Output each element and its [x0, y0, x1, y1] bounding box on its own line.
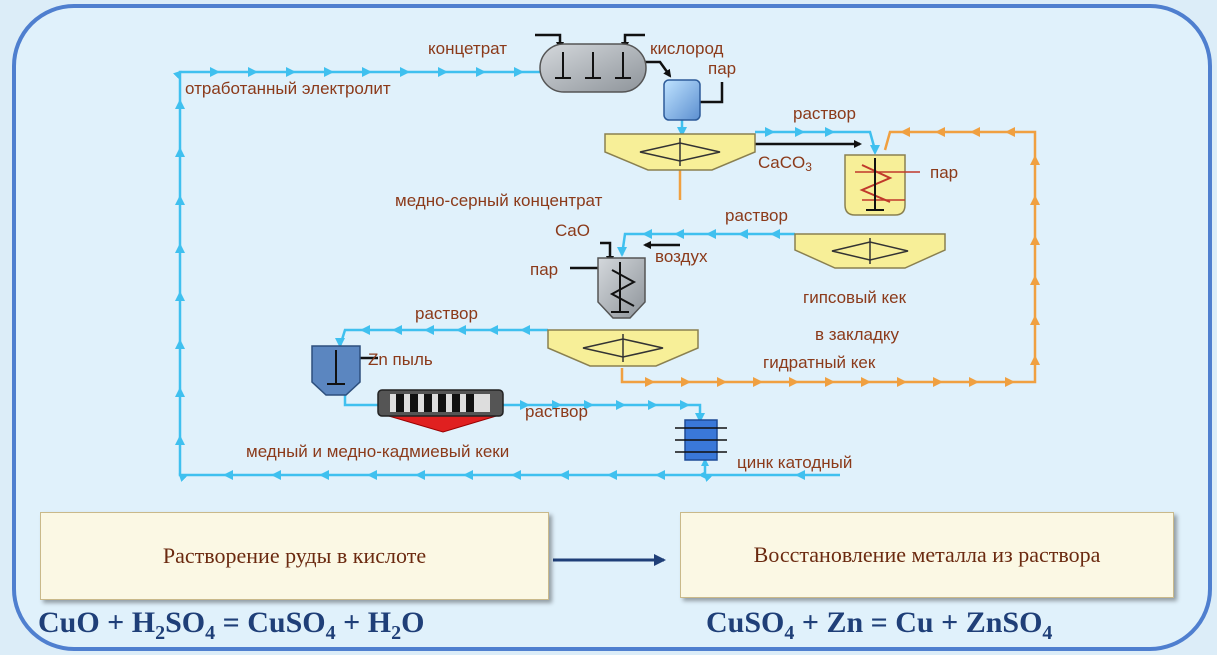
- solution-to-heater: [755, 130, 877, 151]
- autoclave-outlet: [645, 60, 672, 78]
- flow-arrowhead: [520, 400, 530, 410]
- flow-arrowhead: [607, 470, 617, 480]
- flow-arrowhead: [248, 67, 258, 77]
- thickener-2: [794, 233, 946, 269]
- flow-arrowhead: [319, 470, 329, 480]
- label-cu-s-concentrate: медно-серный концентрат: [395, 191, 603, 210]
- flow-arrowhead: [674, 229, 684, 239]
- cementation-tank: [311, 345, 361, 396]
- flow-arrowhead: [367, 470, 377, 480]
- flow-arrowhead: [392, 325, 402, 335]
- flash-tank: [663, 79, 701, 121]
- flow-arrowhead: [738, 229, 748, 239]
- flow-arrowhead: [795, 470, 805, 480]
- flow-arrowhead: [463, 470, 473, 480]
- flow-arrowhead: [511, 470, 521, 480]
- label-cao: CaO: [555, 221, 590, 240]
- label-solution-mid: раствор: [725, 206, 788, 225]
- flow-arrowhead: [271, 470, 281, 480]
- cake-flows: [620, 130, 1037, 384]
- flow-arrowhead: [400, 67, 410, 77]
- flow-arrowhead: [175, 291, 185, 301]
- label-solution-low: раствор: [415, 304, 478, 323]
- flow-arrowhead: [175, 387, 185, 397]
- neutraliser: [597, 257, 646, 319]
- label-concentrate: концетрат: [428, 39, 508, 58]
- flow-arrowhead: [514, 67, 524, 77]
- label-oxygen: кислород: [650, 39, 724, 58]
- flow-arrowhead: [324, 67, 334, 77]
- equation-left: CuO + H2SO4 = CuSO4 + H2O: [38, 606, 425, 644]
- thickener-3: [547, 329, 699, 367]
- flow-arrowhead: [456, 325, 466, 335]
- label-to-backfill: в закладку: [815, 325, 900, 344]
- flow-arrowhead: [424, 325, 434, 335]
- flow-arrowhead: [677, 127, 687, 137]
- flow-arrowhead: [584, 400, 594, 410]
- flow-arrowhead: [476, 67, 486, 77]
- flow-arrowhead: [648, 400, 658, 410]
- step-dissolution-text: Растворение руды в кислоте: [162, 543, 427, 568]
- solution-flow-arrows: [175, 67, 880, 480]
- flow-arrowhead: [415, 470, 425, 480]
- flow-arrowhead: [286, 67, 296, 77]
- flow-arrowhead: [680, 400, 690, 410]
- label-solution-bottom: раствор: [525, 402, 588, 421]
- step-recovery-text: Восстановление металла из раствора: [753, 542, 1101, 567]
- flow-arrowhead: [175, 99, 185, 109]
- label-solution-top: раствор: [793, 104, 856, 123]
- flow-arrowhead: [438, 67, 448, 77]
- filter-press: [377, 389, 504, 433]
- step-recovery-box: Восстановление металла из раствора: [680, 512, 1174, 598]
- flow-arrowhead: [616, 400, 626, 410]
- flow-arrowhead: [695, 413, 705, 423]
- cao-arrow: [600, 241, 614, 264]
- gypsum-heater: [844, 154, 920, 216]
- flow-arrowhead: [175, 435, 185, 445]
- flow-arrowhead: [335, 338, 345, 348]
- label-cathode-zinc: цинк катодный: [737, 453, 853, 472]
- step-dissolution-box: Растворение руды в кислоте: [40, 512, 549, 600]
- label-spent-electrolyte: отработанный электролит: [185, 79, 391, 98]
- flow-arrowhead: [765, 127, 775, 137]
- flow-arrowhead: [360, 325, 370, 335]
- flow-arrowhead: [362, 67, 372, 77]
- label-gypsum-cake: гипсовый кек: [803, 288, 907, 307]
- label-steam-right: пар: [930, 163, 959, 182]
- label-copper-cakes: медный и медно-кадмиевый кеки: [246, 442, 510, 461]
- flow-arrowhead: [617, 247, 627, 257]
- flow-arrowhead: [488, 325, 498, 335]
- flow-arrowhead: [706, 229, 716, 239]
- label-hydrate-cake: гидратный кек: [763, 353, 876, 372]
- flow-arrowhead: [175, 243, 185, 253]
- flow-arrowhead: [642, 229, 652, 239]
- flow-arrowhead: [770, 229, 780, 239]
- flow-arrowhead: [559, 470, 569, 480]
- flow-arrowhead: [655, 470, 665, 480]
- flow-arrowhead: [552, 400, 562, 410]
- equation-right: CuSO4 + Zn = Cu + ZnSO4: [706, 606, 1053, 644]
- flow-arrowhead: [223, 470, 233, 480]
- steam-top-arrow: [700, 82, 724, 104]
- label-steam-top: пар: [708, 59, 737, 78]
- label-air: воздух: [655, 247, 708, 266]
- flow-arrowhead: [175, 339, 185, 349]
- flow-arrowhead: [795, 127, 805, 137]
- hydrate-cake-line: [620, 130, 1037, 384]
- flow-arrowhead: [175, 195, 185, 205]
- flow-arrowhead: [175, 147, 185, 157]
- flow-arrowhead: [870, 145, 880, 155]
- flow-arrowhead: [520, 325, 530, 335]
- flow-arrowhead: [210, 67, 220, 77]
- label-caco3: CaCO3: [758, 153, 812, 174]
- label-steam-left: пар: [530, 260, 559, 279]
- flow-arrowhead: [825, 127, 835, 137]
- autoclave: [539, 43, 647, 93]
- thickener-1: [604, 133, 756, 171]
- electrolysis-cell: [675, 419, 727, 461]
- cementation-to-filter: [343, 392, 378, 407]
- label-zn-dust: Zn пыль: [368, 350, 433, 369]
